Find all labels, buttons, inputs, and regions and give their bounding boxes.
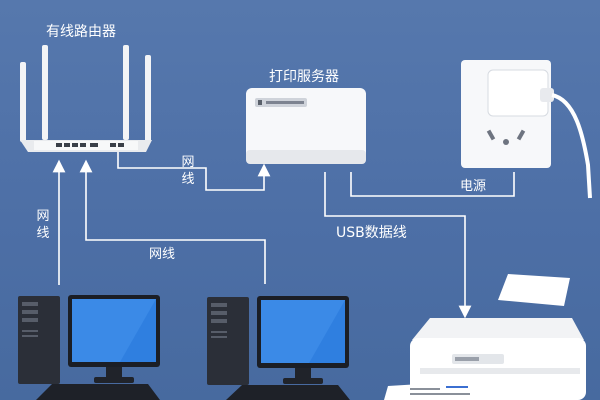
power-outlet-icon — [461, 60, 592, 199]
cable-pc2-label: 网线 — [149, 247, 176, 262]
router-icon — [20, 45, 152, 152]
power-cable — [350, 172, 515, 197]
router-label: 有线路由器 — [46, 24, 116, 40]
computer-2-icon — [207, 296, 350, 400]
print-server-label: 打印服务器 — [269, 69, 339, 85]
connection-lines — [52, 152, 515, 319]
cable-pc2-router — [79, 159, 266, 284]
power-label: 电源 — [460, 179, 487, 194]
usb-cable-label: USB数据线 — [336, 225, 407, 241]
cable-pc1-label: 网线 — [36, 209, 50, 241]
printer-icon — [384, 274, 586, 400]
cable-server-label: 网线 — [181, 155, 195, 187]
print-server-icon — [246, 88, 366, 164]
usb-cable — [324, 172, 472, 319]
cable-router-server — [117, 152, 271, 191]
computer-1-icon — [18, 295, 160, 400]
